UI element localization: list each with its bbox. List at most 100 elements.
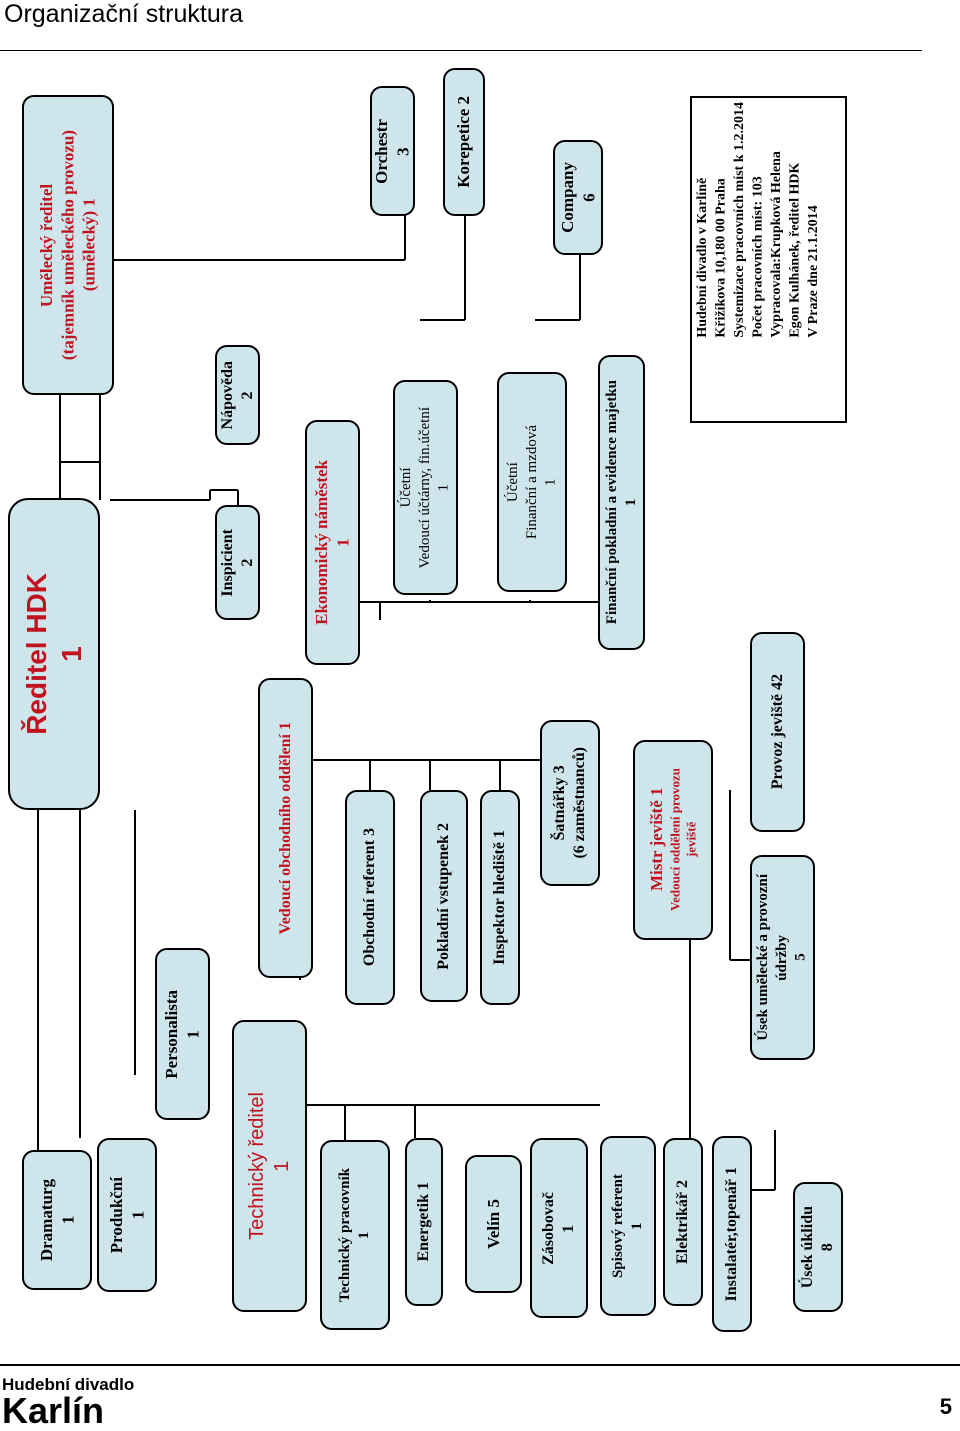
artistic-director-count: (umělecký) 1	[79, 198, 99, 292]
electrician-label: Elektrikář 2	[674, 1180, 691, 1264]
sales-head-box: Vedoucí obchodního oddělení 1	[258, 678, 313, 978]
economic-deputy-box: Ekonomický náměstek 1	[305, 420, 360, 665]
filing-clerk-label: Spisový referent	[610, 1173, 627, 1279]
filing-clerk-count: 1	[629, 1222, 645, 1230]
stage-master-sub: Vedoucí oddělení provozu	[667, 768, 683, 912]
artistic-director-box: Umělecký ředitel (tajemník uměleckého pr…	[22, 95, 114, 395]
stage-manager-label: Inspicient	[218, 528, 236, 597]
technical-worker-label: Technický pracovník	[337, 1167, 354, 1303]
stage-operation-box: Provoz jeviště 42	[750, 632, 805, 832]
cleaning-count: 8	[819, 1243, 836, 1251]
finance-cashier-count: 1	[622, 498, 639, 507]
stage-master-sub2: jeviště	[683, 822, 699, 858]
hr-count: 1	[183, 1029, 203, 1039]
company-box: Company 6	[553, 140, 603, 255]
chief-accountant-label: Účetní	[398, 467, 415, 508]
stage-manager-count: 2	[238, 558, 256, 567]
sales-clerk-box: Obchodní referent 3	[345, 790, 395, 1005]
artistic-director-sub: (tajemník uměleckého provozu)	[58, 129, 78, 361]
orchestra-label: Orchestr	[372, 118, 392, 184]
prompter-label: Nápověda	[218, 360, 236, 430]
page-title: Organizační struktura	[4, 0, 243, 28]
title-rule	[0, 50, 922, 51]
company-label: Company	[557, 162, 577, 233]
ticket-cashier-label: Pokladní vstupenek 2	[435, 822, 452, 970]
note-line: Hudební divadlo v Karlíně	[695, 177, 710, 338]
cleaning-label: Úsek úklidu	[799, 1205, 816, 1289]
footer-rule	[0, 1364, 960, 1366]
dramaturg-count: 1	[58, 1215, 77, 1225]
note-line: V Praze dne 21.1.2014	[805, 205, 821, 338]
velin-label: Velín 5	[483, 1199, 503, 1249]
finance-cashier-box: Finanční pokladní a evidence majetku 1	[598, 355, 645, 650]
auditorium-inspector-box: Inspektor hlediště 1	[480, 790, 520, 1005]
production-box: Produkční 1	[97, 1138, 157, 1292]
stage-operation-label: Provoz jeviště 42	[768, 674, 786, 790]
technical-director-count: 1	[270, 1160, 293, 1172]
technical-director-title: Technický ředitel	[245, 1092, 268, 1240]
production-count: 1	[128, 1210, 147, 1220]
orchestra-box: Orchestr 3	[370, 86, 415, 216]
filing-clerk-box: Spisový referent 1	[600, 1136, 656, 1316]
chief-accountant-sub: Vedoucí účtárny, fin.účetní	[417, 406, 434, 569]
supplier-count: 1	[560, 1224, 577, 1232]
payroll-accountant-box: Účetní Finanční a mzdová 1	[497, 372, 567, 592]
payroll-accountant-label: Účetní	[504, 462, 521, 502]
sales-clerk-label: Obchodní referent 3	[361, 828, 378, 967]
prompter-count: 2	[238, 391, 256, 399]
note-line: Vypracovala:Krupková Helena	[768, 151, 784, 338]
page-number: 5	[939, 1394, 952, 1419]
cloakroom-label: Šatnářky 3	[551, 765, 568, 841]
supplier-box: Zásobovač 1	[530, 1138, 588, 1318]
logo-line-2: Karlín	[2, 1390, 105, 1431]
electrician-box: Elektrikář 2	[663, 1138, 703, 1306]
dramaturg-label: Dramaturg	[36, 1178, 56, 1262]
repetiteur-label: Korepetice 2	[454, 96, 474, 188]
artistic-director-title: Umělecký ředitel	[37, 183, 57, 307]
technical-worker-box: Technický pracovník 1	[320, 1140, 390, 1330]
plumber-box: Instalatér,topenář 1	[712, 1136, 752, 1332]
payroll-accountant-sub: Finanční a mzdová	[523, 424, 540, 540]
maintenance-count: 5	[792, 953, 809, 962]
note-line: Systemizace pracovních míst k 1.2.2014	[731, 102, 747, 338]
cloakroom-sub: (6 zaměstnanců)	[571, 747, 588, 859]
chief-accountant-count: 1	[435, 483, 452, 492]
energetik-label: Energetik 1	[415, 1182, 432, 1262]
velin-box: Velín 5	[465, 1155, 522, 1293]
info-note-text: Hudební divadlo v Karlíně Křižíkova 10,1…	[694, 102, 823, 338]
supplier-label: Zásobovač	[540, 1191, 557, 1265]
repetiteur-box: Korepetice 2	[443, 68, 485, 216]
maintenance-label: Úsek umělecké a provozní	[755, 874, 772, 1041]
stage-master-box: Mistr jeviště 1 Vedoucí oddělení provozu…	[633, 740, 713, 940]
production-label: Produkční	[106, 1176, 126, 1254]
cloakroom-box: Šatnářky 3 (6 zaměstnanců)	[540, 720, 600, 886]
hr-box: Personalista 1	[155, 948, 210, 1120]
info-note-box: Hudební divadlo v Karlíně Křižíkova 10,1…	[690, 96, 847, 423]
energetik-box: Energetik 1	[405, 1138, 443, 1306]
technical-director-box: Technický ředitel 1	[232, 1020, 307, 1312]
note-line: Křižíkova 10,180 00 Praha	[713, 178, 729, 338]
maintenance-box: Úsek umělecké a provozní údržby 5	[750, 855, 815, 1060]
maintenance-sub: údržby	[774, 934, 791, 981]
plumber-label: Instalatér,topenář 1	[723, 1166, 740, 1302]
technical-worker-count: 1	[356, 1231, 372, 1239]
hr-label: Personalista	[162, 989, 182, 1079]
director-box: Ředitel HDK 1	[8, 498, 100, 810]
note-line: Egon Kulhánek, ředitel HDK	[787, 162, 803, 338]
auditorium-inspector-label: Inspektor hlediště 1	[491, 830, 508, 965]
director-title: Ředitel HDK	[21, 573, 52, 735]
payroll-accountant-count: 1	[542, 478, 559, 486]
economic-deputy-label: Ekonomický náměstek	[312, 460, 332, 625]
stage-manager-box: Inspicient 2	[215, 505, 260, 620]
ticket-cashier-box: Pokladní vstupenek 2	[420, 790, 468, 1002]
orchestra-count: 3	[393, 146, 413, 156]
company-count: 6	[579, 193, 598, 202]
note-line: Počet pracovních míst: 103	[750, 176, 766, 338]
sales-head-label: Vedoucí obchodního oddělení 1	[276, 721, 294, 935]
chief-accountant-box: Účetní Vedoucí účtárny, fin.účetní 1	[393, 380, 458, 595]
prompter-box: Nápověda 2	[215, 345, 260, 445]
director-count: 1	[56, 646, 87, 662]
stage-master-title: Mistr jeviště 1	[647, 788, 667, 892]
dramaturg-box: Dramaturg 1	[22, 1150, 92, 1290]
cleaning-box: Úsek úklidu 8	[793, 1182, 843, 1312]
